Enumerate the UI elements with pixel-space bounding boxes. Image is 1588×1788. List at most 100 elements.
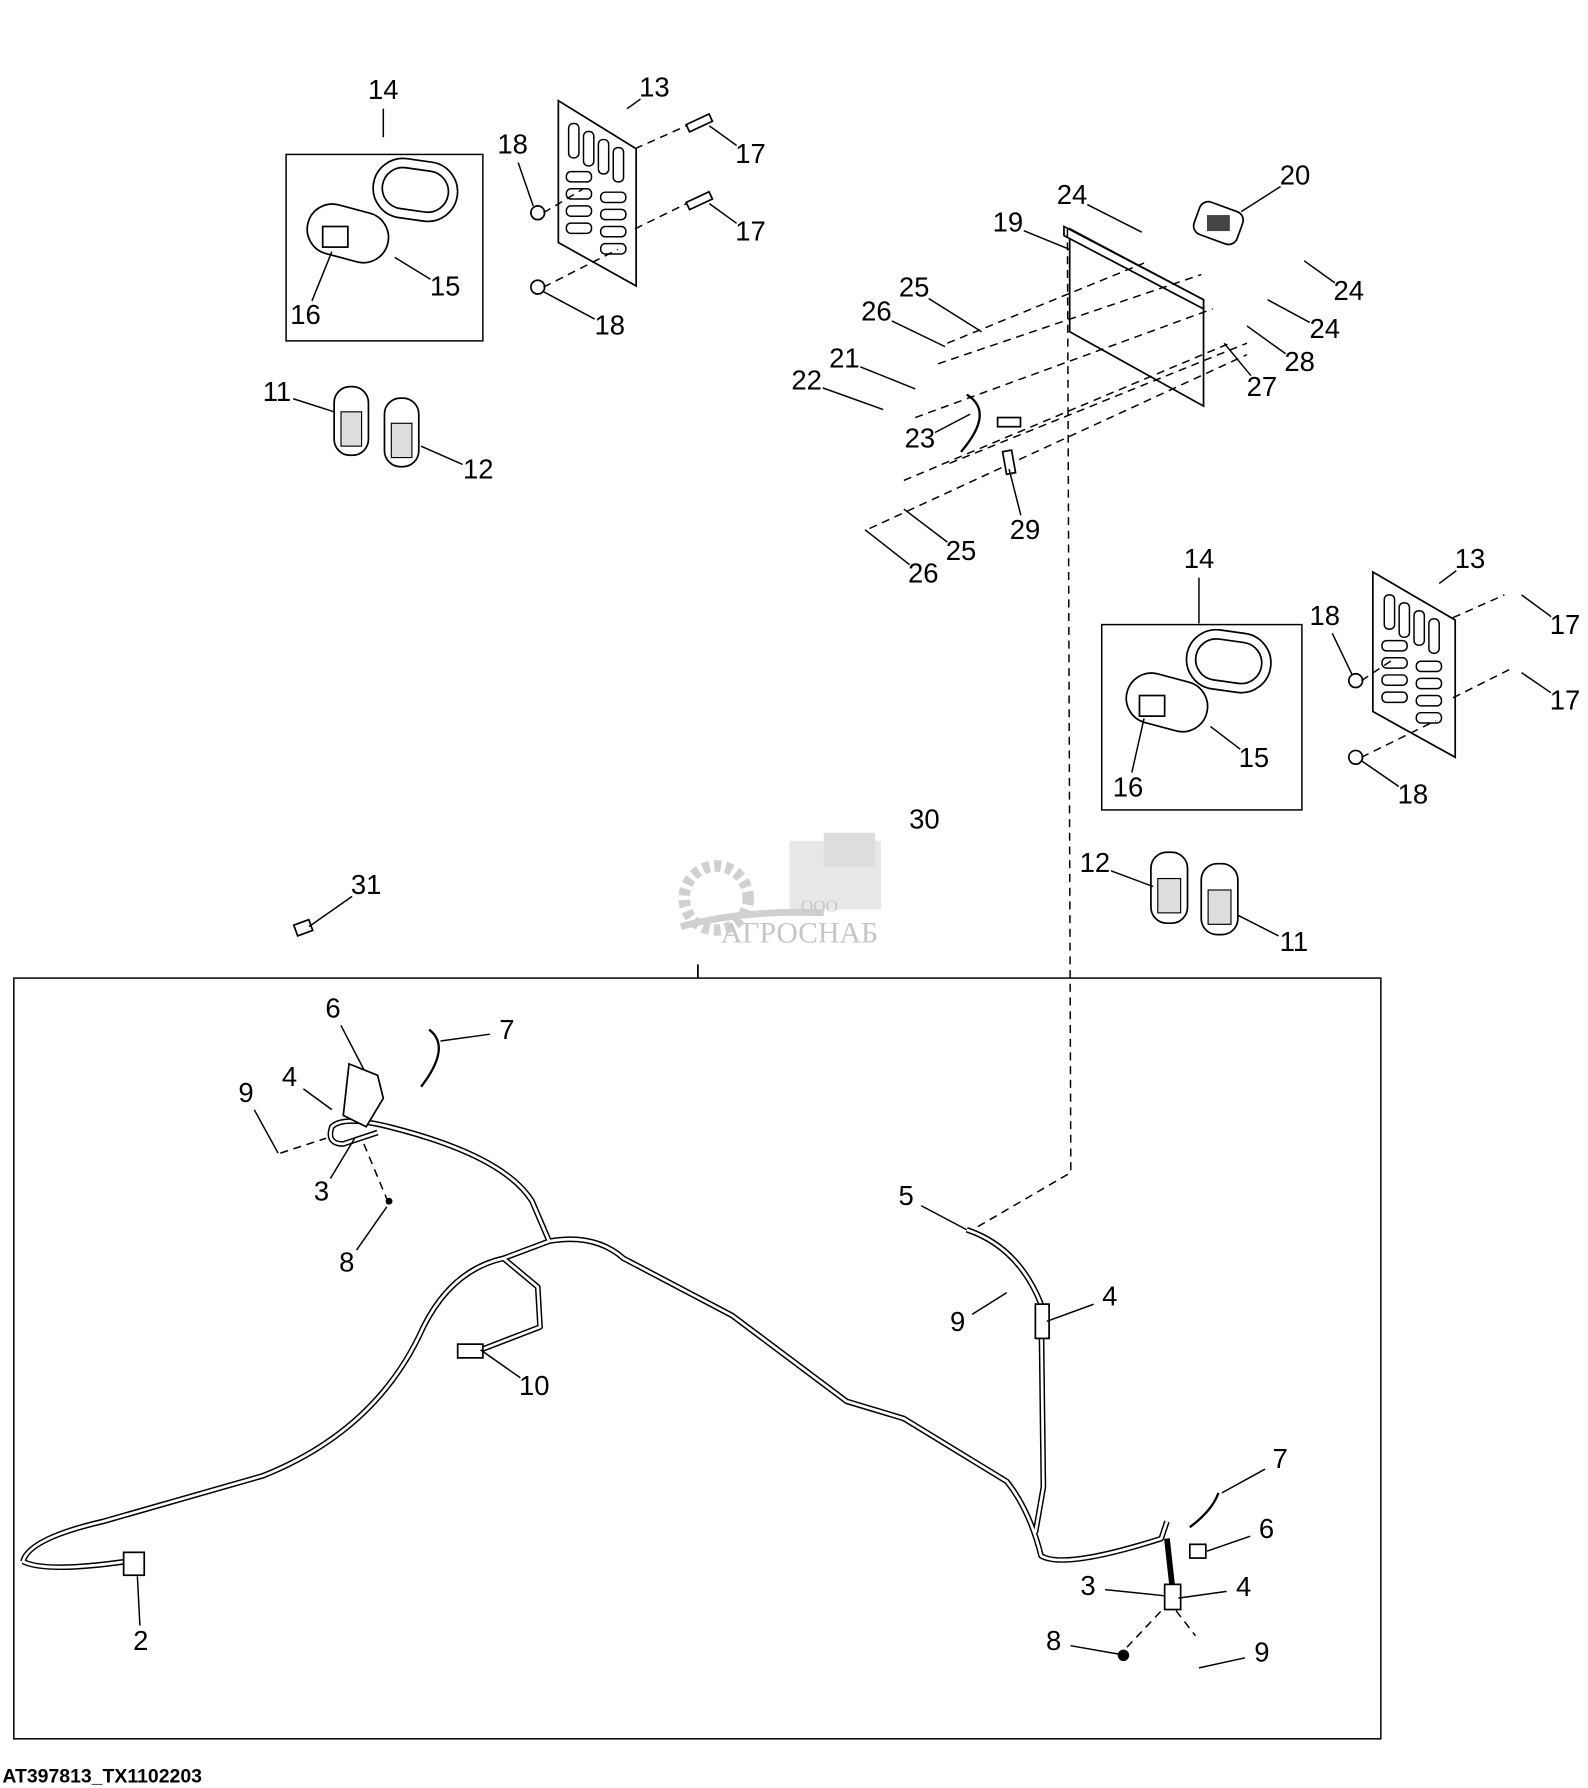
leader-line	[1221, 1468, 1266, 1494]
watermark-name: АГРОСНАБ	[721, 917, 878, 950]
callout-9: 9	[1254, 1636, 1269, 1667]
callout-2: 2	[133, 1625, 148, 1656]
callout-14: 14	[368, 74, 399, 105]
leader-line	[1131, 718, 1145, 773]
leader-line	[1110, 870, 1154, 888]
callout-8: 8	[1046, 1625, 1061, 1656]
callout-7: 7	[499, 1014, 514, 1045]
leader-line	[626, 98, 641, 110]
leader-line	[1209, 725, 1241, 750]
callout-12: 12	[1080, 847, 1111, 878]
leader-line	[1070, 1644, 1120, 1655]
callout-24: 24	[1310, 313, 1341, 344]
callout-25: 25	[899, 272, 930, 303]
callout-17: 17	[735, 216, 766, 247]
callout-8: 8	[339, 1246, 354, 1277]
callout-6: 6	[1259, 1513, 1274, 1544]
leader-line	[355, 1206, 388, 1251]
callout-17: 17	[735, 138, 766, 169]
leader-line	[708, 203, 738, 224]
wiring-harness	[20, 1028, 1220, 1662]
callout-15: 15	[1239, 742, 1270, 773]
figure-id: AT397813_TX1102203	[2, 1765, 202, 1787]
callout-17: 17	[1550, 685, 1581, 716]
callout-29: 29	[1010, 514, 1041, 545]
callout-5: 5	[898, 1180, 913, 1211]
callout-7: 7	[1273, 1443, 1288, 1474]
callout-9: 9	[950, 1306, 965, 1337]
callout-18: 18	[595, 309, 626, 340]
leader-line	[1331, 632, 1353, 676]
leader-line	[1046, 1303, 1094, 1322]
callout-4: 4	[1102, 1281, 1117, 1312]
leader-line	[1246, 325, 1287, 355]
leader-line	[1206, 1535, 1251, 1552]
leader-line	[1438, 570, 1457, 585]
license-plate-bracket	[1063, 200, 1245, 408]
callout-22: 22	[791, 364, 822, 395]
leader-line	[822, 387, 884, 411]
grille-right	[1371, 570, 1457, 759]
callout-30: 30	[909, 804, 940, 835]
leader-line	[920, 1205, 968, 1231]
leader-line	[302, 1088, 333, 1111]
leader-line	[517, 162, 534, 207]
callout-24: 24	[1057, 179, 1088, 210]
inset-box-left	[285, 153, 484, 342]
callout-27: 27	[1247, 371, 1278, 402]
leader-line	[308, 895, 353, 928]
leader-line	[1267, 299, 1311, 324]
callout-19: 19	[993, 206, 1024, 237]
watermark-logo: ООО АГРОСНАБ	[678, 832, 881, 950]
leader-line	[420, 445, 463, 466]
callout-16: 16	[1113, 772, 1144, 803]
callout-18: 18	[1398, 778, 1429, 809]
callout-31: 31	[351, 869, 382, 900]
marker-lamps-left	[333, 385, 420, 468]
leader-line	[1237, 914, 1279, 937]
leader-line	[480, 1349, 521, 1379]
callout-4: 4	[282, 1061, 297, 1092]
light-assembly-left	[306, 157, 459, 264]
callout-12: 12	[463, 454, 494, 485]
callout-16: 16	[290, 299, 321, 330]
callout-26: 26	[908, 558, 939, 589]
leader-line	[543, 291, 596, 320]
leader-line	[329, 1137, 356, 1179]
inset-box-right	[1100, 623, 1303, 811]
leader-line	[394, 256, 431, 280]
leader-line	[859, 366, 916, 390]
leader-line	[253, 1109, 279, 1154]
callout-23: 23	[905, 423, 936, 454]
callout-4: 4	[1236, 1571, 1251, 1602]
leader-line	[891, 320, 946, 348]
callout-17: 17	[1550, 609, 1581, 640]
leader-line	[708, 125, 738, 147]
callout-24: 24	[1334, 275, 1365, 306]
leader-line	[1178, 1590, 1227, 1599]
callout-13: 13	[1455, 543, 1486, 574]
harness-group-box	[13, 977, 1382, 1740]
leader-line	[311, 251, 333, 302]
light-assembly-right	[1125, 628, 1272, 733]
callout-25: 25	[946, 535, 977, 566]
leader-line	[1303, 260, 1336, 284]
leader-line	[293, 398, 335, 413]
leader-line	[928, 297, 983, 333]
callout-6: 6	[325, 992, 340, 1023]
leader-line	[136, 1576, 141, 1626]
callout-14: 14	[1184, 543, 1215, 574]
callout-13: 13	[639, 71, 670, 102]
callout-9: 9	[238, 1077, 253, 1108]
leader-line	[1360, 760, 1400, 788]
leader-line	[1521, 594, 1552, 618]
leader-line	[1521, 672, 1552, 694]
leader-line	[934, 413, 971, 434]
leader-line	[1104, 1588, 1165, 1597]
leader-line	[1198, 1657, 1246, 1669]
callout-10: 10	[519, 1370, 550, 1401]
callout-20: 20	[1280, 160, 1311, 191]
callout-11: 11	[263, 376, 291, 407]
